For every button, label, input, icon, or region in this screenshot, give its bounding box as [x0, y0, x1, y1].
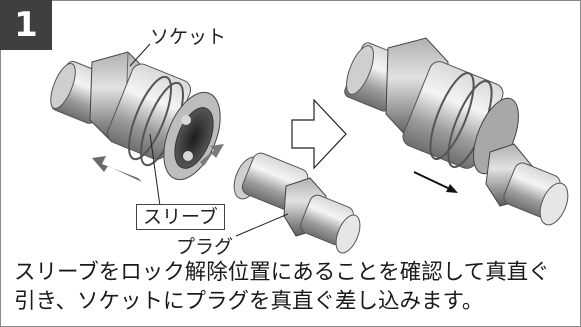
plug-drawing — [233, 152, 361, 254]
caption-line-1: スリーブをロック解除位置にあることを確認して真直ぐ — [14, 260, 550, 285]
sleeve-leader-line — [149, 133, 161, 207]
plug-leader-line — [235, 213, 289, 237]
step-arrow-icon — [291, 98, 347, 170]
socket-left-drawing — [50, 51, 221, 181]
push-arrow-icon — [200, 144, 224, 166]
sleeve-label: スリーブ — [136, 204, 225, 230]
instruction-caption: スリーブをロック解除位置にあることを確認して真直ぐ 引き、ソケットにプラグを真直… — [14, 258, 574, 316]
pull-arrow-icon — [92, 156, 142, 182]
move-arrow-line — [413, 171, 453, 191]
socket-right-drawing — [344, 37, 569, 226]
move-arrow-head-icon — [446, 184, 458, 193]
caption-line-2: 引き、ソケットにプラグを真直ぐ差し込みます。 — [14, 289, 484, 314]
plug-label: プラグ — [176, 236, 234, 258]
socket-label: ソケット — [150, 26, 227, 48]
socket-leader-line — [129, 43, 151, 67]
step-number-badge: 1 — [0, 0, 52, 50]
